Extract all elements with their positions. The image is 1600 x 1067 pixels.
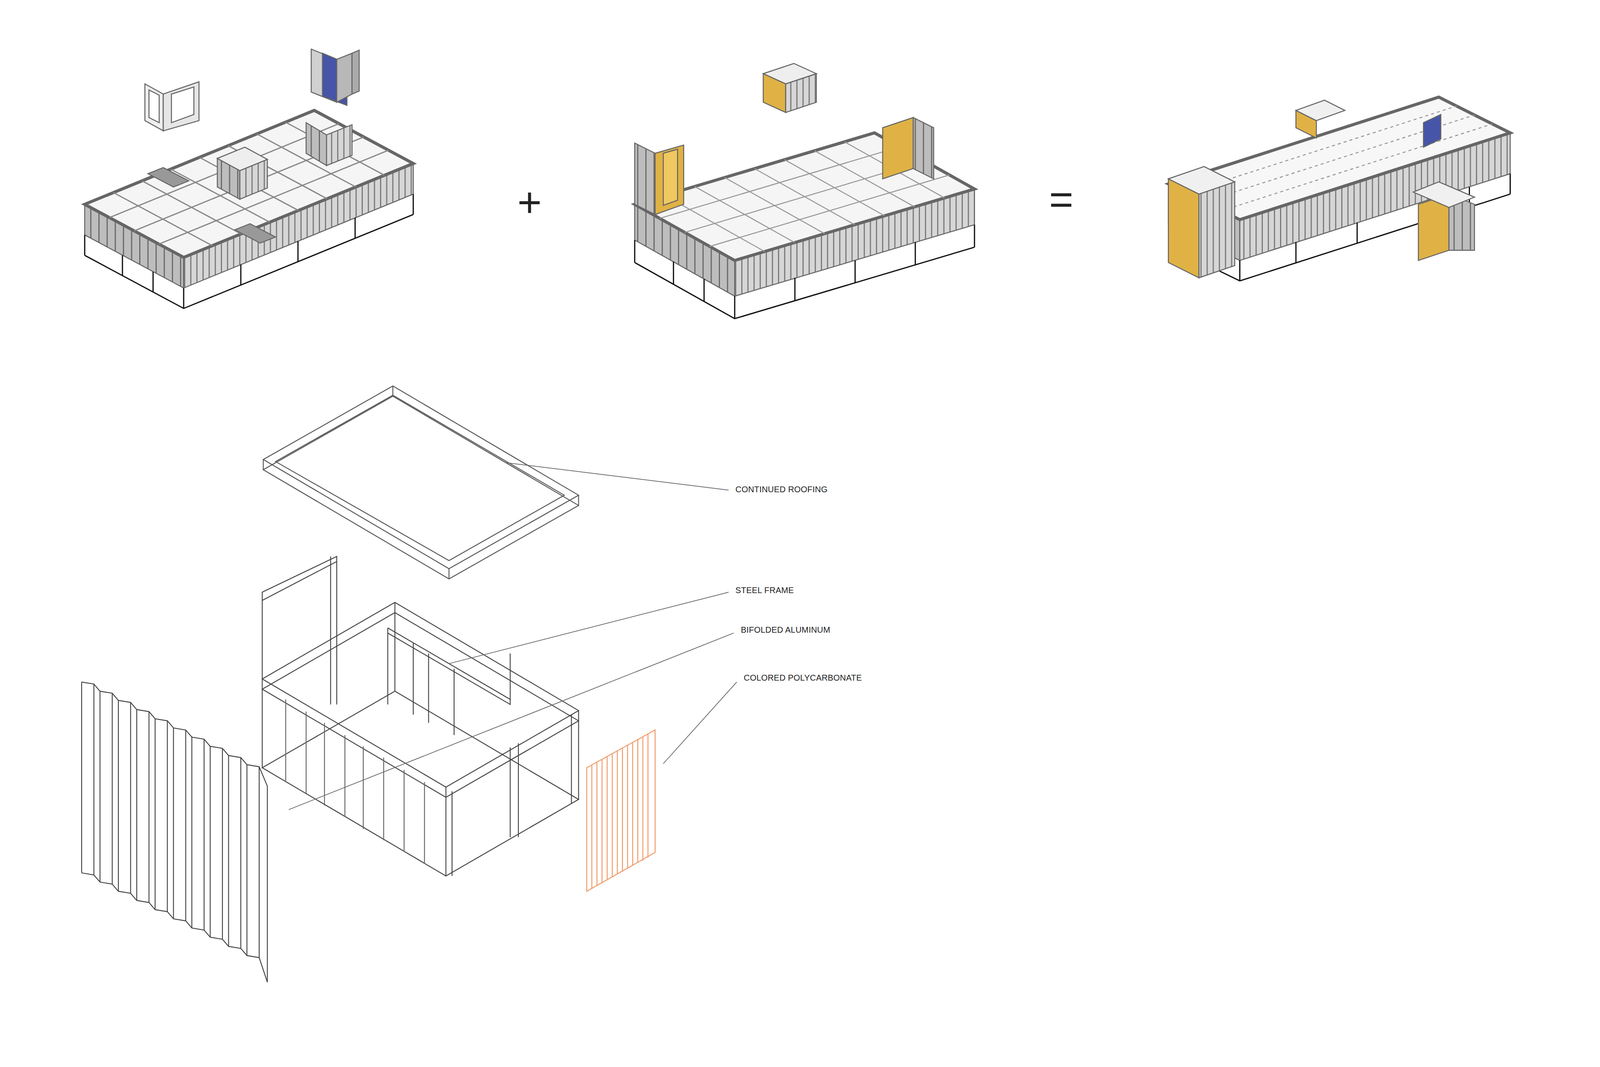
leader-lines: [288, 462, 737, 810]
part-label: BIFOLDED ALUMINUM: [740, 625, 831, 635]
building-one: [84, 49, 414, 309]
steel-frame: [262, 556, 579, 876]
bifolded-aluminum-panel: [81, 681, 268, 982]
roofing-part: [263, 385, 579, 579]
polycarbonate-panel: [586, 729, 655, 891]
part-label: STEEL FRAME: [735, 585, 794, 595]
part-label: COLORED POLYCARBONATE: [743, 672, 863, 683]
part-label: CONTINUED ROOFING: [735, 484, 828, 494]
plus-sign: +: [517, 179, 542, 225]
building-two: [634, 63, 975, 319]
equals-sign: =: [1049, 176, 1074, 223]
building-three: [1168, 97, 1510, 281]
